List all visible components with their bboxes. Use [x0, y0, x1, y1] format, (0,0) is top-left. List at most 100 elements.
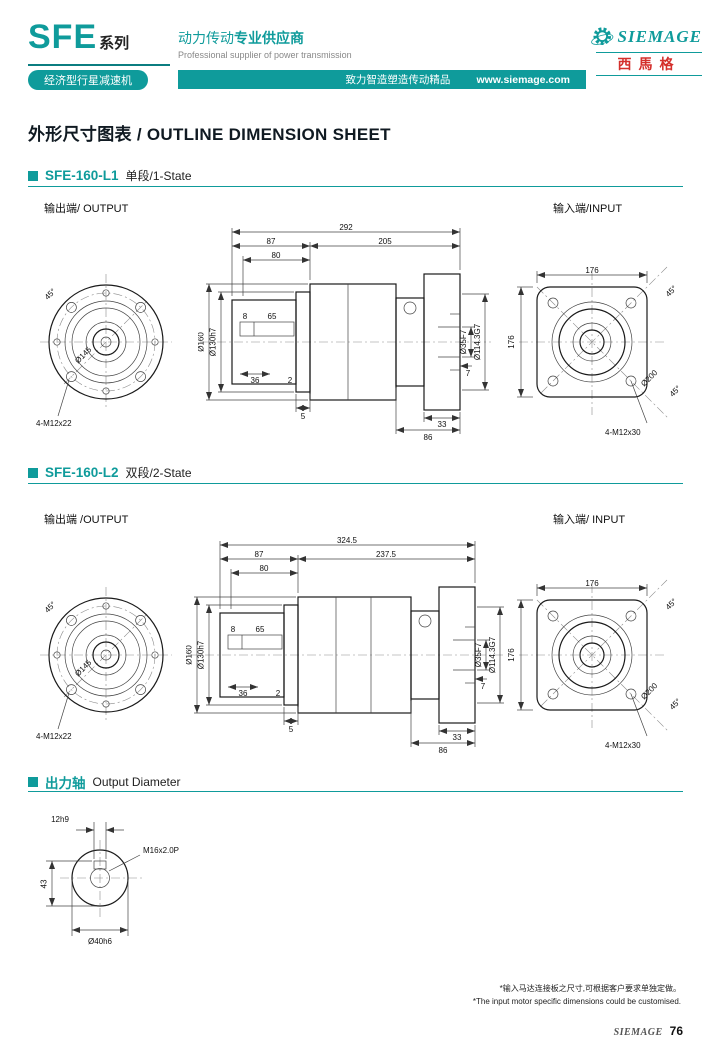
page-title: 外形尺寸图表 / OUTLINE DIMENSION SHEET: [28, 125, 391, 144]
dim-36: 36: [239, 689, 248, 698]
dim-flat-height: 43: [40, 879, 49, 888]
section-2-stage: 双段/2-State: [125, 466, 192, 480]
tagline-cn-bold: 专业供应商: [234, 30, 304, 46]
dim-total-length: 324.5: [337, 536, 358, 545]
dim-bore-dia: Ø35F7: [474, 642, 483, 667]
dim-square-width: 176: [585, 579, 599, 588]
dim-rear-length: 237.5: [376, 550, 397, 559]
drawing-geometry: [517, 266, 670, 424]
dim-bolt-out: 4-M12x22: [36, 419, 72, 428]
drawing-geometry: [40, 587, 172, 730]
brand-series-label: 系列: [99, 35, 130, 52]
dim-body-dia: Ø160: [186, 645, 194, 665]
dim-bore-dia: Ø35F7: [459, 329, 468, 354]
dim-bolt-out: 4-M12x22: [36, 732, 72, 741]
dim-86: 86: [424, 433, 433, 442]
logo-chinese: 西馬格: [617, 56, 681, 72]
section-bullet: [28, 777, 38, 787]
dim-key-width: 8: [243, 312, 248, 321]
section-1-rule: [28, 186, 683, 187]
drawing-geometry: [46, 822, 142, 936]
dim-corner-dia: Ø200: [639, 681, 660, 702]
section-2-model: SFE-160-L2: [45, 465, 119, 480]
section-3-header: 出力轴 Output Diameter: [28, 772, 181, 792]
dim-spigot-dia: Ø114.3G7: [488, 636, 497, 673]
s1-output-flange-view: 45° Ø145 4-M12x22: [36, 274, 172, 428]
tagline-cn-regular: 动力传动: [178, 30, 234, 46]
dim-key-width: 12h9: [51, 815, 69, 824]
slogan-bar: 致力智造塑造传动精品 www.siemage.com: [178, 70, 586, 89]
s1-side-section-view: 292 87 205 80 8 65 Ø160 Ø130h7 36 2 5 33…: [198, 223, 491, 442]
logo-rule-top: [596, 52, 702, 53]
s2-side-section-view: 324.5 87 237.5 80 8 65 Ø160 Ø130h7 36 2 …: [186, 536, 506, 755]
dim-square-height: 176: [507, 648, 516, 662]
product-badge: 经济型行星减速机: [28, 70, 148, 90]
dim-square-width: 176: [585, 266, 599, 275]
dim-shaft-dia: Ø40h6: [88, 937, 113, 946]
dim-7: 7: [481, 682, 486, 691]
logo-block: SIEMAGE 西馬格: [590, 22, 702, 76]
footer-brand: SIEMAGE: [613, 1027, 663, 1038]
dim-bolt-in: 4-M12x30: [605, 428, 641, 437]
section-bullet: [28, 170, 38, 181]
dim-5: 5: [301, 412, 306, 421]
dim-86: 86: [439, 746, 448, 755]
section-bullet: [28, 467, 38, 478]
dim-spigot-dia: Ø114.3G7: [473, 323, 482, 360]
footnote-cn: *输入马达连接板之尺寸,可根据客户要求单独定做。: [499, 984, 681, 993]
dim-key-length: 65: [268, 312, 277, 321]
dim-pilot-dia: Ø130h7: [197, 640, 206, 669]
dim-rear-length: 205: [378, 237, 392, 246]
dim-front-length: 87: [267, 237, 276, 246]
dim-2: 2: [276, 689, 281, 698]
section-3-title-en: Output Diameter: [92, 775, 181, 789]
dim-33: 33: [453, 733, 462, 742]
dim-bolt-in: 4-M12x30: [605, 741, 641, 750]
section-2-input-label: 输入端/ INPUT: [553, 514, 626, 526]
section-3-title-cn: 出力轴: [45, 776, 86, 791]
dim-angle-in-top: 45°: [664, 597, 679, 612]
page-number: 76: [669, 1024, 683, 1038]
section-1-stage: 单段/1-State: [125, 169, 192, 183]
dim-angle-out: 45°: [43, 600, 58, 615]
dim-7: 7: [466, 369, 471, 378]
dim-2: 2: [288, 376, 293, 385]
dim-thread: M16x2.0P: [143, 846, 179, 855]
logo-wordmark: SIEMAGE: [617, 27, 702, 46]
brand-name: SFE: [28, 18, 98, 56]
dim-key-length: 65: [256, 625, 265, 634]
dim-square-height: 176: [507, 335, 516, 349]
section-2-header: SFE-160-L2 双段/2-State: [28, 464, 192, 481]
dim-total-length: 292: [339, 223, 353, 232]
brand-divider: [28, 64, 170, 66]
dim-80: 80: [260, 564, 269, 573]
section-2-output-label: 输出端 /OUTPUT: [44, 514, 129, 526]
dim-angle-in-bottom: 45°: [668, 384, 683, 399]
dim-36: 36: [251, 376, 260, 385]
dim-5: 5: [289, 725, 294, 734]
s2-input-flange-view: 176 176 45° Ø200 45° 4-M12x30: [507, 579, 683, 750]
dim-key-width: 8: [231, 625, 236, 634]
tagline-en: Professional supplier of power transmiss…: [178, 50, 352, 60]
section-2-rule: [28, 483, 683, 484]
dim-body-dia: Ø160: [198, 332, 206, 352]
website-link[interactable]: www.siemage.com: [476, 73, 570, 86]
section-1-input-label: 输入端/INPUT: [553, 203, 623, 215]
dim-33: 33: [438, 420, 447, 429]
dim-80: 80: [272, 251, 281, 260]
s1-input-flange-view: 176 176 45° Ø200 45° 4-M12x30: [507, 266, 683, 437]
section-3-rule: [28, 791, 683, 792]
drawing-geometry: [517, 579, 670, 737]
dim-pilot-dia: Ø130h7: [209, 327, 218, 356]
output-shaft-view: 12h9 M16x2.0P 43 Ø40h6: [40, 815, 180, 946]
dim-front-length: 87: [255, 550, 264, 559]
dim-angle-in-bottom: 45°: [668, 697, 683, 712]
tagline-block: 动力传动专业供应商 Professional supplier of power…: [178, 28, 352, 60]
dim-angle-out: 45°: [43, 287, 58, 302]
logo-rule-bottom: [596, 75, 702, 76]
gear-icon: [591, 27, 614, 46]
section-1-output-label: 输出端/ OUTPUT: [44, 203, 129, 215]
drawing-geometry: [188, 541, 506, 747]
